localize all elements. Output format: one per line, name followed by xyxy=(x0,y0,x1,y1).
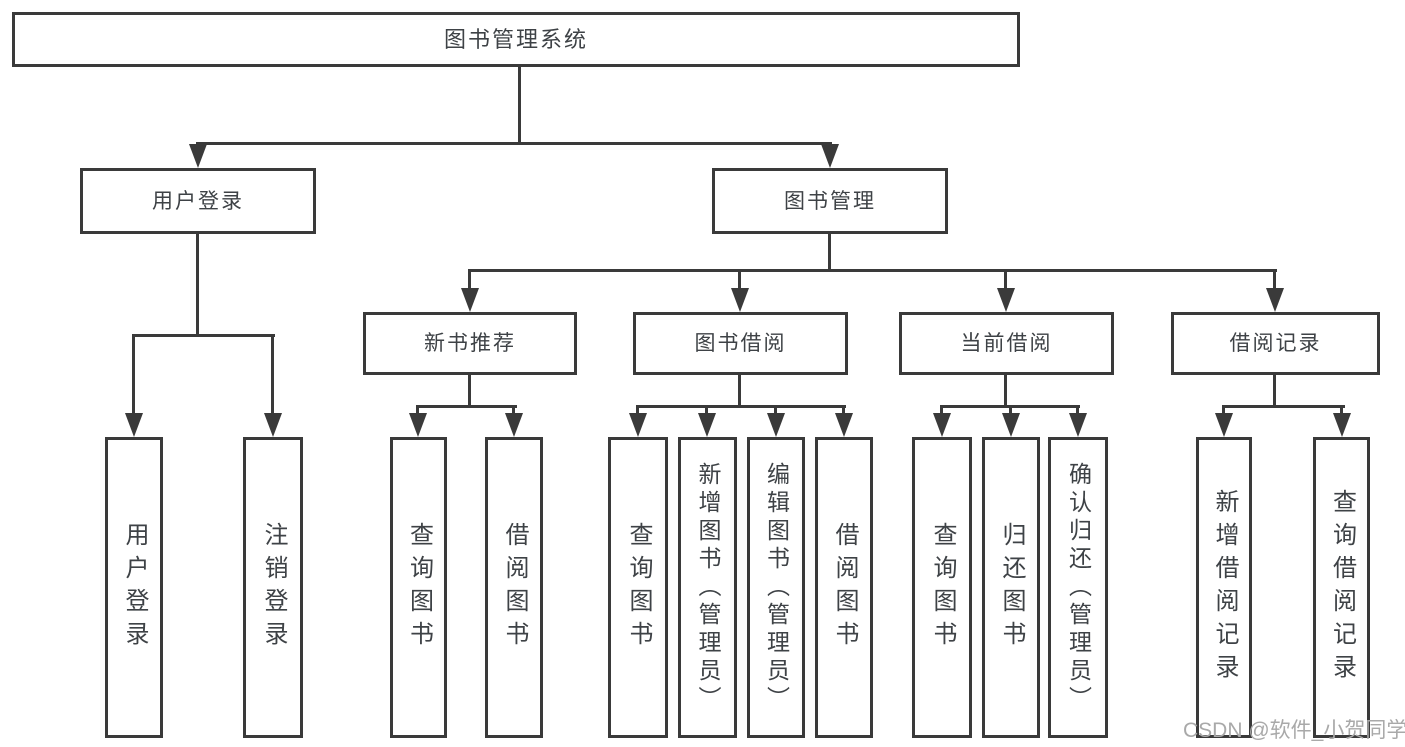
connector-stem xyxy=(738,375,741,408)
arrow-down-icon xyxy=(1069,413,1087,437)
leaf-borrow-books: 借阅图书 xyxy=(815,437,873,738)
leaf-borrow-books: 借阅图书 xyxy=(485,437,543,738)
arrow-down-icon xyxy=(1215,413,1233,437)
csdn-watermark: CSDN @软件_小贺同学 xyxy=(1183,719,1405,742)
arrow-down-icon xyxy=(835,413,853,437)
arrow-down-icon xyxy=(698,413,716,437)
connector-branch xyxy=(1222,405,1345,408)
leaf-confirm-return-admin: 确认归还（管理员） xyxy=(1048,437,1108,738)
connector-line xyxy=(940,405,943,417)
arrow-down-icon xyxy=(264,413,282,437)
node-borrowing-records: 借阅记录 xyxy=(1171,312,1380,375)
leaf-add-borrow-record: 新增借阅记录 xyxy=(1196,437,1252,738)
connector-root-stem xyxy=(518,65,521,144)
arrow-down-icon xyxy=(461,288,479,312)
connector-line xyxy=(132,334,135,416)
node-book-borrowing: 图书借阅 xyxy=(633,312,848,375)
connector-stem xyxy=(468,375,471,408)
connector-line xyxy=(416,405,419,417)
connector-stem xyxy=(1004,375,1007,408)
connector-line xyxy=(1340,405,1343,417)
leaf-query-books: 查询图书 xyxy=(608,437,668,738)
connector-line xyxy=(468,269,471,291)
arrow-down-icon xyxy=(933,413,951,437)
leaf-return-books: 归还图书 xyxy=(982,437,1040,738)
connector-line xyxy=(842,405,845,417)
connector-line xyxy=(1273,269,1276,291)
connector-user-login-branch xyxy=(132,334,275,337)
connector-line xyxy=(1004,269,1007,291)
arrow-down-icon xyxy=(1002,413,1020,437)
connector-line xyxy=(512,405,515,417)
connector-branch xyxy=(416,405,517,408)
connector-line xyxy=(1009,405,1012,417)
connector-line xyxy=(1076,405,1079,417)
leaf-query-books: 查询图书 xyxy=(912,437,972,738)
node-library-management-system: 图书管理系统 xyxy=(12,12,1020,67)
connector-line xyxy=(271,334,274,416)
connector-user-login-stem xyxy=(196,234,199,337)
connector-line xyxy=(636,405,639,417)
leaf-query-borrow-record: 查询借阅记录 xyxy=(1313,437,1370,738)
connector-line xyxy=(705,405,708,417)
connector-branch xyxy=(636,405,846,408)
arrow-down-icon xyxy=(629,413,647,437)
arrow-down-icon xyxy=(1266,288,1284,312)
arrow-down-icon xyxy=(821,144,839,168)
node-current-borrowing: 当前借阅 xyxy=(899,312,1114,375)
arrow-down-icon xyxy=(505,413,523,437)
arrow-down-icon xyxy=(189,144,207,168)
leaf-user-login: 用户登录 xyxy=(105,437,163,738)
connector-line xyxy=(738,269,741,291)
connector-stem xyxy=(1273,375,1276,408)
node-new-book-recommendation: 新书推荐 xyxy=(363,312,577,375)
connector-line xyxy=(774,405,777,417)
leaf-add-books-admin: 新增图书（管理员） xyxy=(678,437,737,738)
connector-level2-branch xyxy=(197,142,832,145)
leaf-query-books: 查询图书 xyxy=(390,437,447,738)
leaf-edit-books-admin: 编辑图书（管理员） xyxy=(747,437,805,738)
connector-level3-branch xyxy=(468,269,1277,272)
arrow-down-icon xyxy=(1333,413,1351,437)
arrow-down-icon xyxy=(767,413,785,437)
arrow-down-icon xyxy=(731,288,749,312)
connector-book-mgmt-stem xyxy=(828,234,831,272)
arrow-down-icon xyxy=(409,413,427,437)
arrow-down-icon xyxy=(125,413,143,437)
arrow-down-icon xyxy=(997,288,1015,312)
leaf-logout: 注销登录 xyxy=(243,437,303,738)
node-book-management: 图书管理 xyxy=(712,168,948,234)
connector-line xyxy=(1222,405,1225,417)
node-user-login: 用户登录 xyxy=(80,168,316,234)
